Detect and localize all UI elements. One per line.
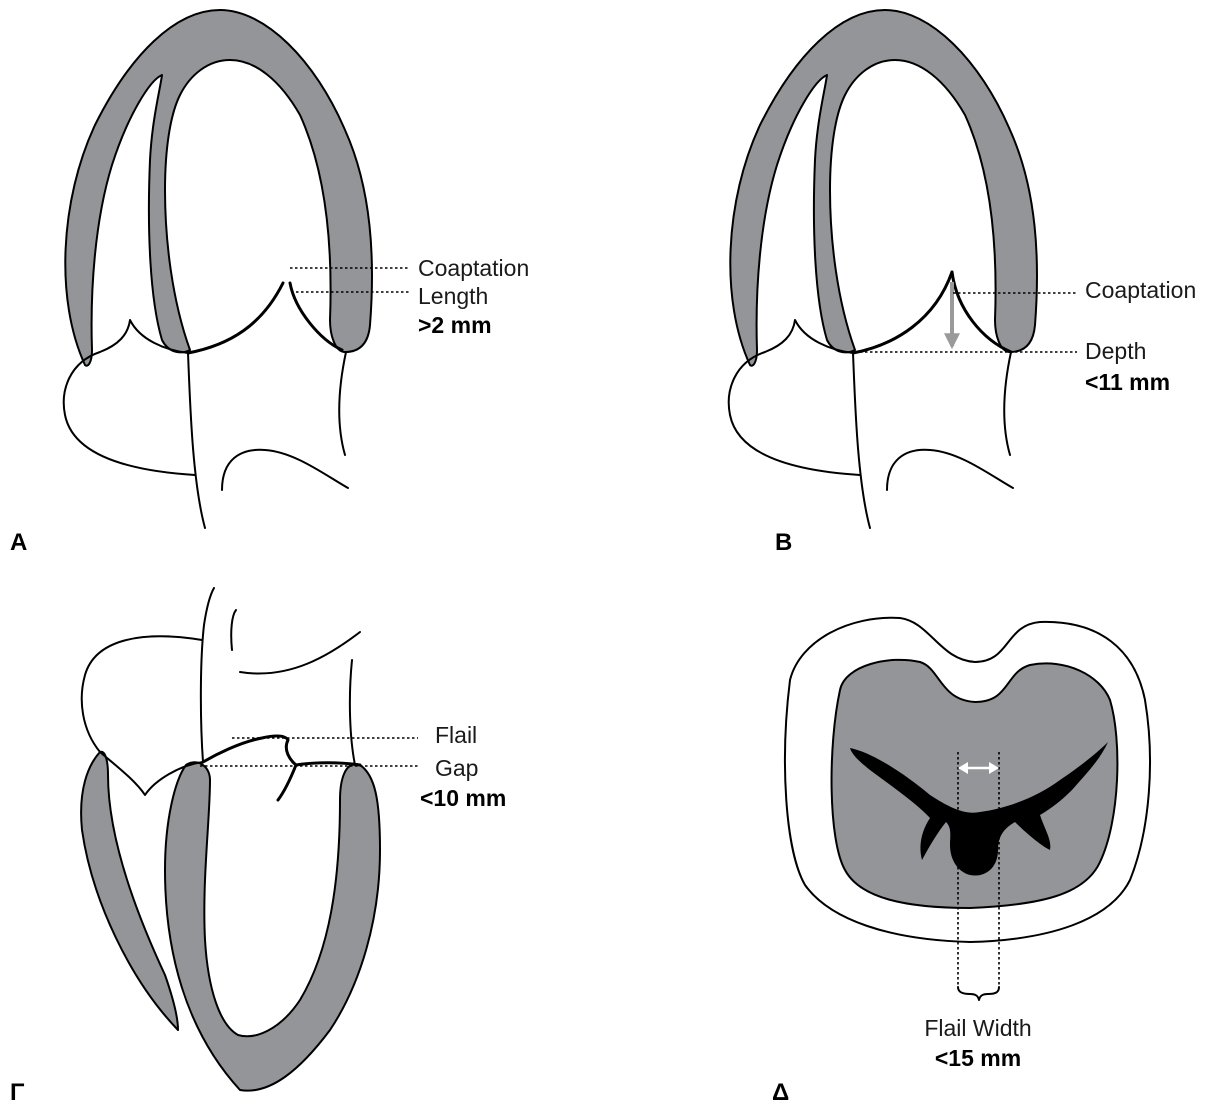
panel-a-letter: A xyxy=(10,529,27,556)
panel-c-posterior-leaflet xyxy=(296,763,360,765)
panel-b-letter: B xyxy=(775,529,792,556)
panel-b: Coaptation Depth <11 mm B xyxy=(729,10,1196,556)
panel-c-label-gap: Gap xyxy=(435,755,478,781)
panel-a-value: >2 mm xyxy=(418,312,492,338)
panel-a-lateral-wall xyxy=(339,352,346,455)
panel-d-letter: Δ xyxy=(772,1079,789,1103)
panel-a-septum-line xyxy=(188,353,205,528)
panel-c-lateral-wall xyxy=(350,660,355,765)
panel-a-label-length: Length xyxy=(418,283,488,309)
panel-a-myocardium-arch xyxy=(65,10,372,366)
panel-a-label-coaptation: Coaptation xyxy=(418,255,529,281)
panel-b-value: <11 mm xyxy=(1085,369,1170,395)
panel-d-brace xyxy=(958,987,999,1000)
panel-c-letter: Γ xyxy=(10,1079,25,1103)
panel-d: Flail Width <15 mm Δ xyxy=(772,618,1150,1103)
panel-b-label-coaptation: Coaptation xyxy=(1085,277,1196,303)
panel-b-atrium-curve xyxy=(887,450,1013,490)
panel-a-anterior-leaflet xyxy=(188,283,283,353)
panel-c-aorta-curve xyxy=(231,610,360,674)
panel-c-flail-leaflet xyxy=(203,736,296,800)
panel-b-myocardium-arch xyxy=(730,10,1037,366)
panel-b-label-depth: Depth xyxy=(1085,338,1146,364)
panel-c-label-flail: Flail xyxy=(435,722,477,748)
panel-d-label-flail-width: Flail Width xyxy=(924,1015,1031,1041)
panel-c-septum-line xyxy=(201,588,214,762)
panel-d-value: <15 mm xyxy=(935,1045,1021,1071)
panel-c-value: <10 mm xyxy=(420,785,506,811)
panel-c-myocardium xyxy=(81,752,380,1091)
panel-b-anterior-leaflet xyxy=(853,272,952,353)
panel-b-lateral-wall xyxy=(1004,352,1011,455)
panel-c: Flail Gap <10 mm Γ xyxy=(10,588,506,1103)
panel-a: Coaptation Length >2 mm A xyxy=(10,10,529,556)
panel-b-septum-line xyxy=(853,353,870,528)
panel-a-atrium-curve xyxy=(222,450,348,490)
